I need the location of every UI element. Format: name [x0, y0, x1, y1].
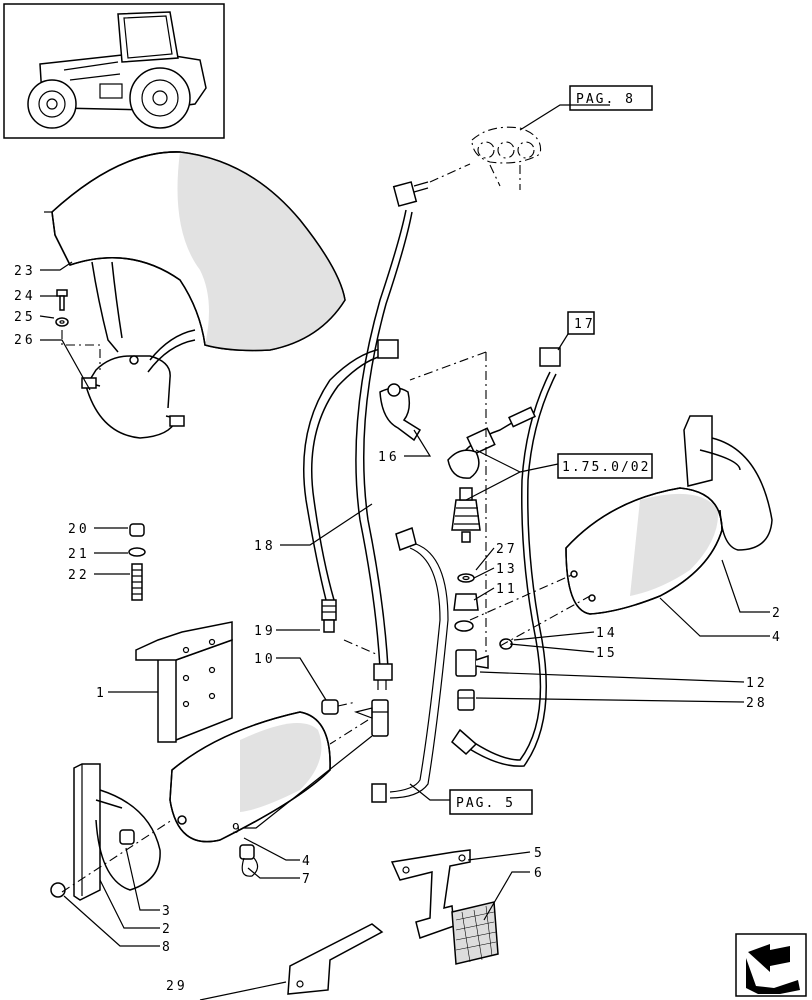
callout-21: 21 — [68, 547, 90, 562]
protection-valve — [471, 126, 542, 164]
ref-box-pag5-frame — [449, 789, 533, 815]
thumbnail-frame — [3, 3, 225, 139]
assembly-line-pag8-b — [489, 164, 521, 190]
tank-strap-left — [50, 763, 161, 901]
next-page-arrow-icon[interactable] — [735, 933, 807, 997]
nav-icon-frame — [735, 933, 807, 997]
assembly-lines — [61, 351, 591, 893]
nut-20 — [129, 523, 145, 537]
ref-box-17 — [567, 311, 595, 335]
tank-strap-right — [683, 415, 773, 551]
stud-22 — [131, 563, 143, 601]
seal-13 — [457, 573, 475, 583]
nav-arrow-lower — [746, 958, 800, 994]
callout-11: 11 — [496, 582, 518, 597]
callout-3: 3 — [162, 904, 173, 919]
callout-25: 25 — [14, 310, 36, 325]
assembly-line-pag8 — [429, 163, 471, 183]
callout-10: 10 — [254, 652, 276, 667]
callout-4-right: 4 — [772, 630, 783, 645]
bracket-29 — [287, 923, 384, 995]
mounting-plate — [135, 621, 233, 743]
wiring-harness — [447, 406, 536, 479]
callout-9: 9 — [232, 822, 243, 837]
tractor-icon — [27, 11, 207, 129]
adapter-11 — [453, 593, 479, 611]
ref-pag5-text: PAG. 5 — [456, 796, 515, 811]
callout-8: 8 — [162, 940, 173, 955]
callout-7: 7 — [302, 872, 313, 887]
callout-1: 1 — [96, 686, 107, 701]
callout-13: 13 — [496, 562, 518, 577]
callout-17: 17 — [574, 317, 596, 332]
callout-23: 23 — [14, 264, 36, 279]
callout-16: 16 — [378, 450, 400, 465]
bolt-24 — [56, 289, 68, 311]
callout-26: 26 — [14, 333, 36, 348]
air-tank-left — [169, 711, 331, 877]
nav-arrow-upper — [748, 944, 790, 972]
ref-pag8-text: PAG. 8 — [576, 92, 635, 107]
ref-box-pag8-frame — [569, 85, 653, 111]
callout-2-right: 2 — [772, 606, 783, 621]
valve-28 — [457, 689, 475, 711]
pipe-18 — [355, 181, 429, 690]
pressure-switch-27 — [451, 487, 481, 543]
fender — [44, 151, 346, 373]
callout-labels: 23 24 25 26 20 21 22 1 18 19 10 16 27 13… — [14, 264, 783, 994]
ref-box-section-frame — [557, 453, 653, 479]
elbow-16 — [379, 383, 422, 442]
ref-box-section[interactable]: 1.75.0/02 — [557, 453, 653, 479]
ref-section-text: 1.75.0/02 — [562, 460, 650, 475]
assembly-line-26 — [61, 330, 101, 370]
clamp — [81, 355, 185, 439]
callout-2-left: 2 — [162, 922, 173, 937]
callout-4-left: 4 — [302, 854, 313, 869]
callout-14: 14 — [596, 626, 618, 641]
callout-5: 5 — [534, 846, 545, 861]
callout-29: 29 — [166, 979, 188, 994]
callout-12: 12 — [746, 676, 768, 691]
plug-10 — [321, 699, 339, 715]
callout-22: 22 — [68, 568, 90, 583]
callout-28: 28 — [746, 696, 768, 711]
air-tank-right — [565, 487, 723, 615]
callout-18: 18 — [254, 539, 276, 554]
oring-14 — [454, 620, 474, 632]
ref-box-pag8[interactable]: PAG. 8 — [569, 85, 653, 111]
callout-27: 27 — [496, 542, 518, 557]
callout-19: 19 — [254, 624, 276, 639]
washer-25 — [55, 317, 69, 327]
tractor-thumbnail — [3, 3, 225, 139]
ref-box-pag5[interactable]: PAG. 5 — [449, 789, 533, 815]
tee-fitting-12 — [455, 649, 489, 677]
callout-6: 6 — [534, 866, 545, 881]
leader-lines — [39, 104, 770, 1000]
pad-6 — [451, 901, 499, 965]
callout-24: 24 — [14, 289, 36, 304]
callout-20: 20 — [68, 522, 90, 537]
pipe-19 — [303, 339, 399, 633]
callout-15: 15 — [596, 646, 618, 661]
tee-9 — [353, 699, 389, 737]
washer-21 — [128, 547, 146, 557]
